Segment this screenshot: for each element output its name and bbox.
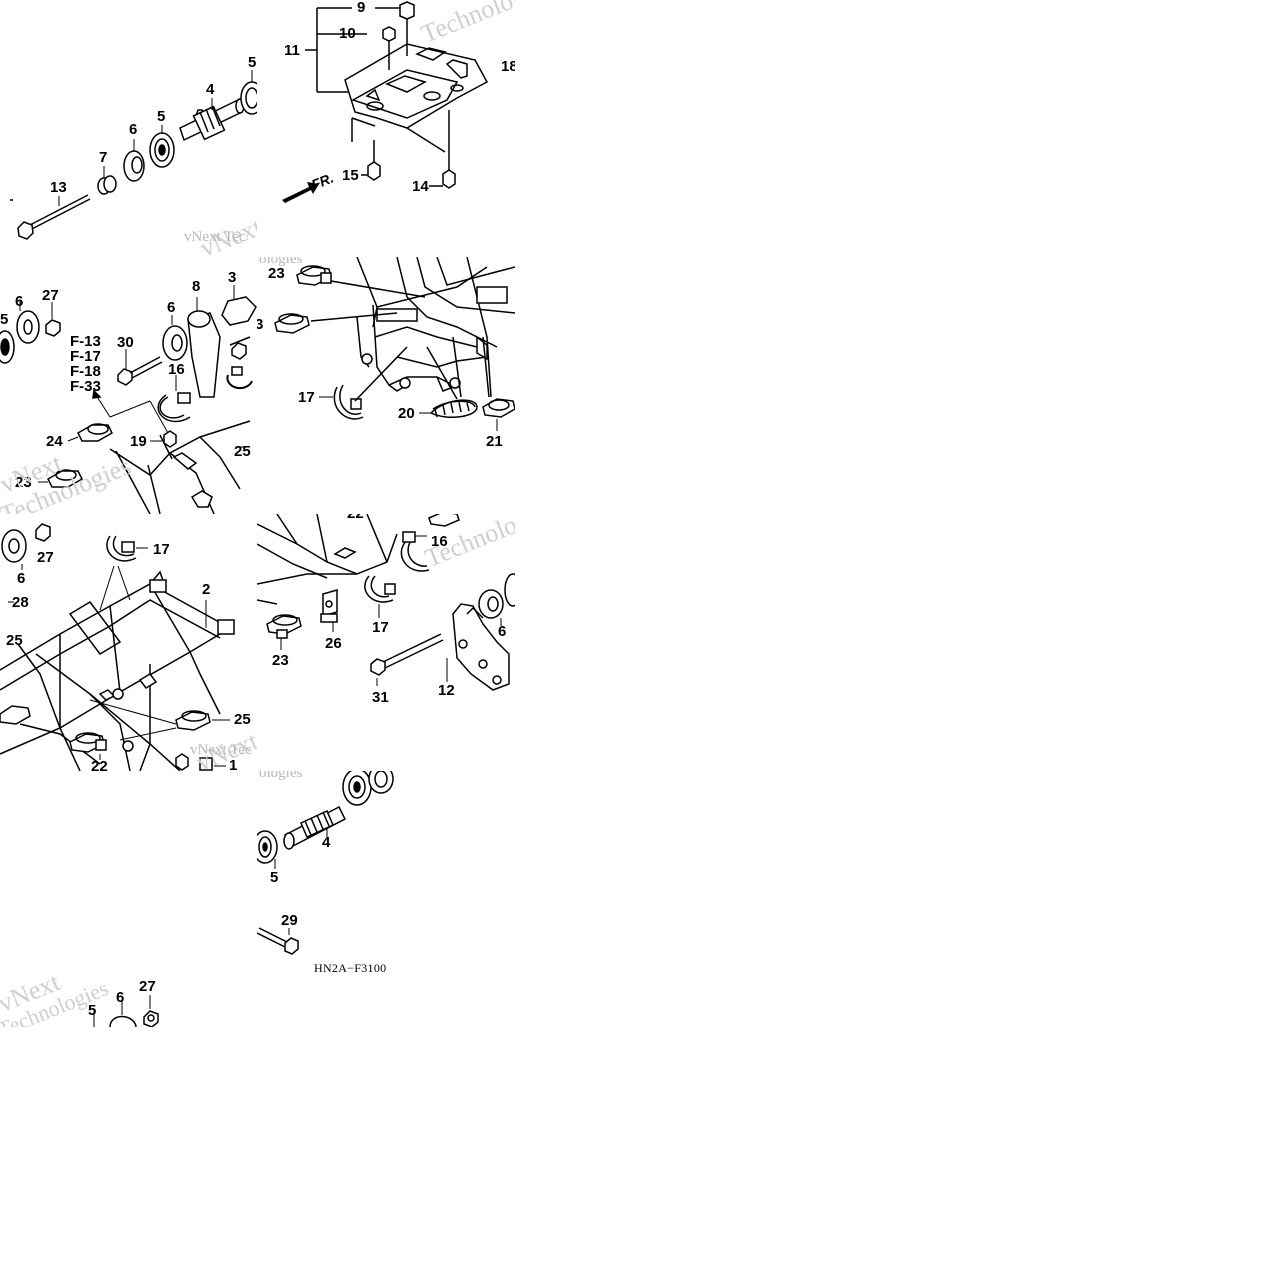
callout-13: 13 xyxy=(50,179,67,196)
callout-5: 5 xyxy=(0,311,9,328)
frame-clamps-drawing xyxy=(274,257,515,431)
callout-24: 24 xyxy=(46,433,63,450)
callout-6: 6 xyxy=(15,293,24,310)
callout-26: 26 xyxy=(325,635,342,652)
callout-3: 3 xyxy=(228,269,237,286)
callout-30: 30 xyxy=(117,334,134,351)
callout-15: 15 xyxy=(342,167,359,184)
callout-6b: 6 xyxy=(167,299,176,316)
diagram-tile-frame-clamps: 23 3 17 20 21 ologies xyxy=(257,257,515,514)
callout-27: 27 xyxy=(42,287,59,304)
skid-plate-drawing xyxy=(282,1,489,203)
callout-29: 29 xyxy=(281,912,298,929)
callout-8: 8 xyxy=(192,278,201,295)
diagram-tile-gear-shaft: 4 5 29 HN2A−F3100 ologies xyxy=(257,771,515,991)
callout-6: 6 xyxy=(498,623,507,640)
reference-page-f17[interactable]: F-17 xyxy=(70,348,101,365)
callout-5b: 5 xyxy=(248,54,257,71)
callout-18: 18 xyxy=(501,58,515,75)
callout-25: 25 xyxy=(234,443,251,460)
callout-27: 27 xyxy=(139,978,156,995)
callout-10: 10 xyxy=(339,25,356,42)
callout-5: 5 xyxy=(270,869,279,886)
reference-pages: F-13 F-17 F-18 F-33 xyxy=(70,334,101,394)
reference-page-f13[interactable]: F-13 xyxy=(70,333,101,350)
callout-22: 22 xyxy=(91,758,108,771)
callout-17: 17 xyxy=(153,541,170,558)
callout-28: 28 xyxy=(12,594,29,611)
drawing-code: HN2A−F3100 xyxy=(314,961,387,975)
callout-16: 16 xyxy=(168,361,185,378)
callout-21: 21 xyxy=(486,433,503,450)
shaft-parts-drawing xyxy=(10,70,257,240)
watermark-ologies: ologies xyxy=(259,771,303,781)
callout-12: 12 xyxy=(438,682,455,699)
diagram-tile-mount-bracket: 22 16 17 26 23 31 12 6 Technologies xyxy=(257,514,515,771)
watermark-ologies: ologies xyxy=(259,257,303,267)
reference-page-f33[interactable]: F-33 xyxy=(70,378,101,395)
callout-5: 5 xyxy=(88,1002,97,1019)
diagram-tile-washer-fragment: 6 27 5 vNext Technologies xyxy=(0,971,165,1027)
diagram-tile-main-frame: 27 6 17 28 2 25 25 22 1 vNext vNext Tec xyxy=(0,514,257,771)
callout-5: 5 xyxy=(157,108,166,125)
callout-16: 16 xyxy=(431,533,448,550)
callout-7: 7 xyxy=(99,149,108,166)
callout-23: 23 xyxy=(268,265,285,282)
diagram-tile-shaft-parts: 13 7 6 5 4 5 vNext vNext Tec xyxy=(0,0,257,257)
callout-23: 23 xyxy=(15,474,32,491)
callout-14: 14 xyxy=(412,178,429,195)
callout-25b: 25 xyxy=(234,711,251,728)
callout-9: 9 xyxy=(357,0,366,16)
callout-17: 17 xyxy=(372,619,389,636)
gear-shaft-drawing xyxy=(257,771,394,955)
main-frame-drawing xyxy=(0,523,235,771)
callout-6: 6 xyxy=(17,570,26,587)
callout-2: 2 xyxy=(202,581,211,598)
callout-27: 27 xyxy=(37,549,54,566)
callout-6: 6 xyxy=(116,989,125,1006)
callout-6: 6 xyxy=(129,121,138,138)
callout-17: 17 xyxy=(298,389,315,406)
diagram-tile-skid-plate: 9 10 11 18 15 14 FR. Technologies xyxy=(257,0,515,257)
reference-page-f18[interactable]: F-18 xyxy=(70,363,101,380)
callout-23: 23 xyxy=(272,652,289,669)
callout-31: 31 xyxy=(372,689,389,706)
callout-4: 4 xyxy=(322,834,331,851)
callout-11: 11 xyxy=(284,42,300,59)
washer-fragment-drawing xyxy=(93,995,159,1027)
callout-4: 4 xyxy=(206,81,215,98)
frame-detail-drawing xyxy=(0,285,257,514)
callout-22: 22 xyxy=(347,514,364,521)
watermark-vnext-tec: vNext Tec xyxy=(184,229,246,245)
mount-bracket-drawing xyxy=(257,514,515,691)
callout-3: 3 xyxy=(257,316,264,333)
callout-25: 25 xyxy=(6,632,23,649)
callout-20: 20 xyxy=(398,405,415,422)
watermark-vnext-tec: vNext Tec xyxy=(190,742,252,758)
callout-1: 1 xyxy=(229,757,238,771)
diagram-tile-frame-detail: 6 27 5 30 8 3 6 16 19 24 25 23 F-13 F-17… xyxy=(0,257,257,514)
callout-19: 19 xyxy=(130,433,147,450)
